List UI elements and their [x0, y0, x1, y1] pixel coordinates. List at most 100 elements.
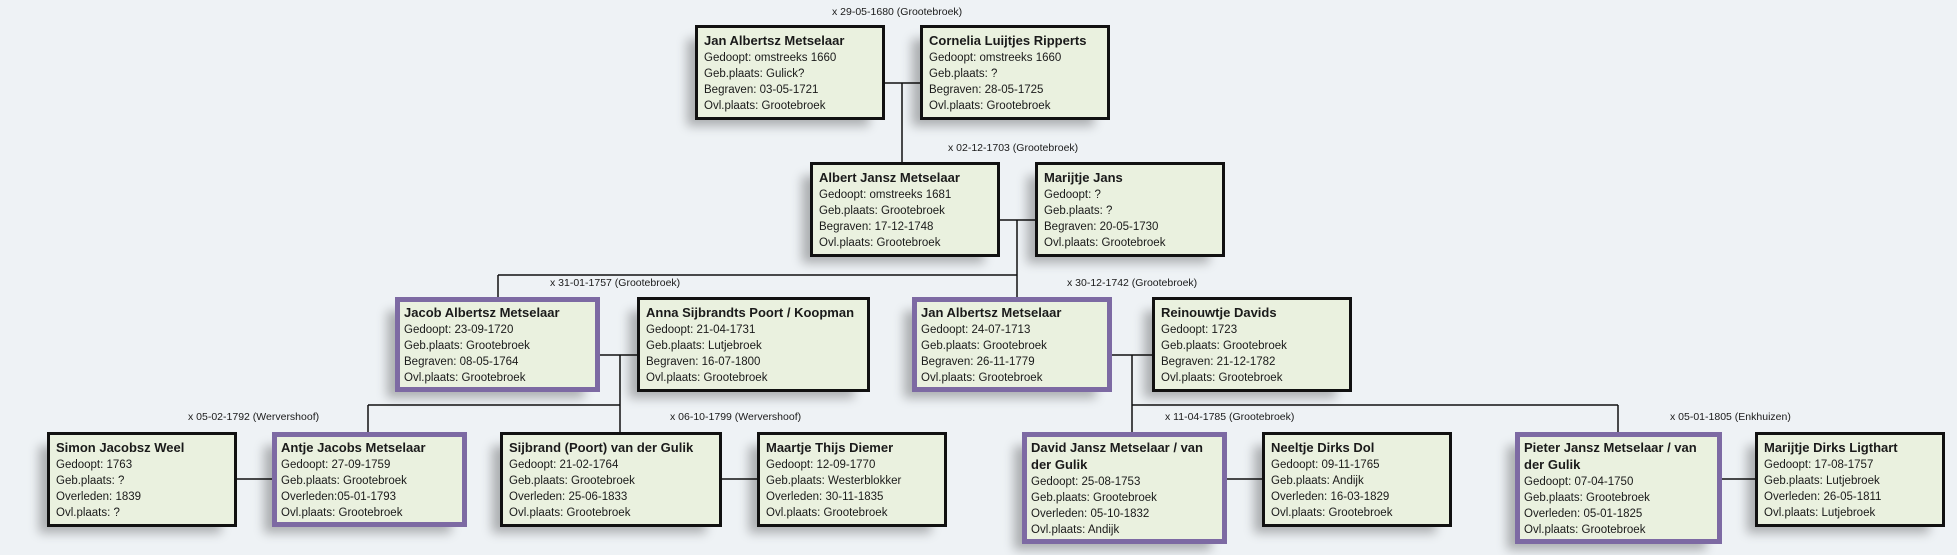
- person-name: David Jansz Metselaar / van der Gulik: [1031, 440, 1203, 472]
- person-detail: Geb.plaats: Lutjebroek: [1764, 475, 1880, 487]
- person-detail: Ovl.plaats: Grootebroek: [921, 372, 1043, 384]
- person-detail: Gedoopt: 12-09-1770: [766, 459, 876, 471]
- person-detail: Geb.plaats: Grootebroek: [1161, 340, 1287, 352]
- person-detail: Gedoopt: 07-04-1750: [1524, 476, 1634, 488]
- person-detail: Gedoopt: 17-08-1757: [1764, 459, 1874, 471]
- person-detail: Gedoopt: 23-09-1720: [404, 324, 514, 336]
- person-detail: Begraven: 26-11-1779: [921, 356, 1035, 368]
- person-detail: Gedoopt: 09-11-1765: [1271, 459, 1380, 471]
- person-detail: Ovl.plaats: Grootebroek: [929, 100, 1051, 112]
- person-detail: Geb.plaats: Lutjebroek: [646, 340, 762, 352]
- person-detail: Begraven: 20-05-1730: [1044, 221, 1159, 233]
- person-name: Albert Jansz Metselaar: [819, 170, 960, 185]
- marriage-label: x 11-04-1785 (Grootebroek): [1165, 411, 1295, 423]
- person-detail: Gedoopt: 27-09-1759: [281, 459, 391, 471]
- marriage-label: x 31-01-1757 (Grootebroek): [550, 277, 681, 289]
- person-detail: Geb.plaats: Westerblokker: [766, 475, 902, 487]
- person-detail: Geb.plaats: Grootebroek: [509, 475, 635, 487]
- person-detail: Geb.plaats: Andijk: [1271, 475, 1364, 487]
- person-detail: Ovl.plaats: ?: [56, 507, 120, 519]
- person-detail: Geb.plaats: Grootebroek: [1524, 492, 1650, 504]
- person-detail: Geb.plaats: ?: [56, 475, 125, 487]
- person-detail: Ovl.plaats: Grootebroek: [646, 372, 768, 384]
- person-detail: Overleden: 16-03-1829: [1271, 491, 1390, 503]
- person-detail: Geb.plaats: Grootebroek: [281, 475, 407, 487]
- person-name: Pieter Jansz Metselaar / van der Gulik: [1524, 440, 1697, 472]
- person-detail: Ovl.plaats: Grootebroek: [1524, 524, 1646, 536]
- marriage-label: x 06-10-1799 (Wervershoof): [670, 411, 802, 423]
- person-detail: Overleden: 30-11-1835: [766, 491, 884, 503]
- person-detail: Ovl.plaats: Grootebroek: [704, 100, 826, 112]
- person-name: Simon Jacobsz Weel: [56, 440, 185, 455]
- marriage-label: x 30-12-1742 (Grootebroek): [1067, 277, 1198, 289]
- person-detail: Gedoopt: ?: [1044, 189, 1101, 201]
- person-detail: Overleden: 1839: [56, 491, 142, 503]
- person-detail: Gedoopt: 25-08-1753: [1031, 476, 1141, 488]
- person-detail: Gedoopt: 1723: [1161, 324, 1238, 336]
- person-detail: Gedoopt: omstreeks 1681: [819, 189, 952, 201]
- marriage-label: x 05-01-1805 (Enkhuizen): [1670, 411, 1791, 423]
- person-detail: Geb.plaats: ?: [929, 68, 998, 80]
- person-detail: Begraven: 17-12-1748: [819, 221, 934, 233]
- person-detail: Geb.plaats: Grootebroek: [921, 340, 1047, 352]
- person-name: Maartje Thijs Diemer: [766, 440, 894, 455]
- person-detail: Overleden:05-01-1793: [281, 491, 397, 503]
- person-detail: Ovl.plaats: Grootebroek: [509, 507, 631, 519]
- person-detail: Ovl.plaats: Lutjebroek: [1764, 507, 1876, 519]
- person-detail: Ovl.plaats: Andijk: [1031, 524, 1120, 536]
- person-detail: Gedoopt: 24-07-1713: [921, 324, 1031, 336]
- person-name: Marijtje Jans: [1044, 170, 1123, 185]
- person-name: Jan Albertsz Metselaar: [921, 305, 1062, 320]
- person-detail: Ovl.plaats: Grootebroek: [1271, 507, 1393, 519]
- person-name: Anna Sijbrandts Poort / Koopman: [646, 305, 855, 320]
- person-detail: Overleden: 05-01-1825: [1524, 508, 1643, 520]
- person-detail: Ovl.plaats: Grootebroek: [404, 372, 526, 384]
- person-detail: Gedoopt: 21-04-1731: [646, 324, 756, 336]
- person-detail: Geb.plaats: Grootebroek: [819, 205, 945, 217]
- person-detail: Gedoopt: 1763: [56, 459, 133, 471]
- person-detail: Begraven: 03-05-1721: [704, 84, 819, 96]
- person-detail: Gedoopt: 21-02-1764: [509, 459, 619, 471]
- person-detail: Geb.plaats: ?: [1044, 205, 1113, 217]
- person-name: Jacob Albertsz Metselaar: [404, 305, 560, 320]
- person-name: Cornelia Luijtjes Ripperts: [929, 33, 1087, 48]
- person-detail: Begraven: 21-12-1782: [1161, 356, 1276, 368]
- person-detail: Overleden: 25-06-1833: [509, 491, 628, 503]
- person-name: Marijtje Dirks Ligthart: [1764, 440, 1898, 455]
- person-detail: Ovl.plaats: Grootebroek: [281, 507, 403, 519]
- person-detail: Gedoopt: omstreeks 1660: [929, 52, 1062, 64]
- person-detail: Ovl.plaats: Grootebroek: [819, 237, 941, 249]
- person-detail: Begraven: 08-05-1764: [404, 356, 519, 368]
- person-detail: Begraven: 16-07-1800: [646, 356, 761, 368]
- person-name: Reinouwtje Davids: [1161, 305, 1277, 320]
- person-detail: Geb.plaats: Grootebroek: [1031, 492, 1157, 504]
- marriage-label: x 02-12-1703 (Grootebroek): [948, 142, 1079, 154]
- person-detail: Geb.plaats: Grootebroek: [404, 340, 530, 352]
- person-name: Sijbrand (Poort) van der Gulik: [509, 440, 694, 455]
- person-name: Jan Albertsz Metselaar: [704, 33, 845, 48]
- person-name: Neeltje Dirks Dol: [1271, 440, 1375, 455]
- person-detail: Begraven: 28-05-1725: [929, 84, 1044, 96]
- person-detail: Geb.plaats: Gulick?: [704, 68, 805, 80]
- person-detail: Ovl.plaats: Grootebroek: [1161, 372, 1283, 384]
- person-detail: Ovl.plaats: Grootebroek: [1044, 237, 1166, 249]
- marriage-label: x 05-02-1792 (Wervershoof): [188, 411, 320, 423]
- person-detail: Gedoopt: omstreeks 1660: [704, 52, 837, 64]
